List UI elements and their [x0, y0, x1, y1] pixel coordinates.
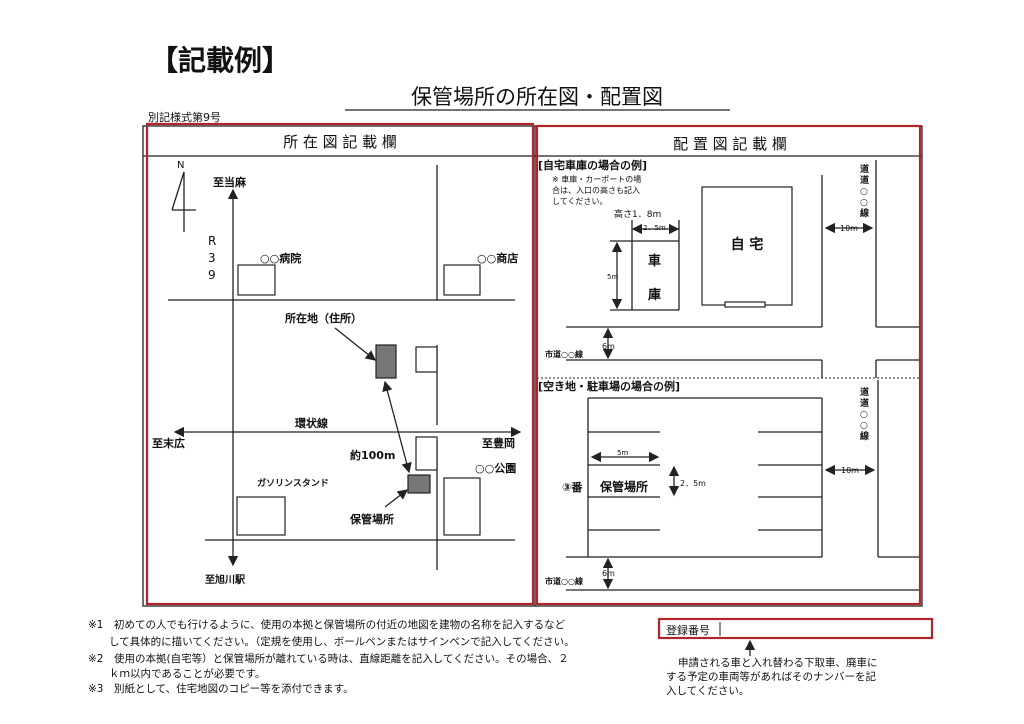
- front-road-label: 市道○○線: [545, 349, 583, 359]
- side-road-char: 道: [860, 397, 869, 409]
- north-label: N: [177, 160, 184, 171]
- shop-building: [443, 264, 481, 296]
- shop-label: ○○商店: [477, 251, 518, 265]
- note-line: して具体的に描いてください。（定規を使用し、ボールペンまたはサインペンで記入して…: [88, 635, 575, 648]
- gas-station-label: ガソリンスタンド: [257, 477, 329, 489]
- lot-example-title: [空き地・駐車場の場合の例]: [538, 379, 680, 393]
- location-map-heading: 所 在 図 記 載 欄: [283, 133, 397, 151]
- side-road-char: ○: [860, 421, 868, 431]
- form-number: 別記様式第9号: [148, 110, 221, 124]
- garage-label: 車: [648, 253, 661, 269]
- space-number: ③番: [562, 480, 583, 494]
- front-road-width: 6m: [602, 342, 615, 351]
- storage-building: [407, 474, 431, 494]
- registration-number-label: 登録番号: [666, 623, 710, 637]
- space-length: 5m: [617, 449, 628, 457]
- note-line: ※1 初めての人でも行けるように、使用の本拠と保管場所の付近の地図を建物の名称を…: [88, 618, 566, 631]
- side-road-char: ○: [860, 187, 868, 197]
- road-width: 10m: [840, 224, 858, 233]
- side-road-char: 線: [860, 207, 869, 219]
- hospital-building: [237, 264, 276, 296]
- side-road-char: 道: [860, 386, 869, 398]
- registration-hint: する予定の車両等があればそのナンバーを記: [666, 670, 876, 683]
- park-area: [443, 477, 481, 536]
- to-south-label: 至旭川駅: [205, 573, 246, 586]
- north-arrow-icon: [171, 171, 196, 232]
- side-road-char: ○: [860, 198, 868, 208]
- garage-height: 高さ1．8m: [614, 208, 661, 220]
- side-road-char: 線: [860, 430, 869, 442]
- layout-map-highlight: [535, 124, 922, 606]
- location-map-highlight: [145, 122, 535, 606]
- garage-note-line: してください。: [552, 197, 608, 206]
- lot-front-road-label: 市道○○線: [545, 576, 583, 586]
- distance-label: 約100m: [350, 448, 395, 462]
- garage-note-line: ※ 車庫・カーポートの場: [552, 174, 641, 184]
- registration-hint: 申請される車と入れ替わる下取車、廃車に: [678, 656, 878, 669]
- lot-storage-label: 保管場所: [599, 479, 648, 494]
- registration-number-field[interactable]: [657, 617, 934, 640]
- side-road-char: 道: [860, 174, 869, 186]
- location-map: N 至当麻 R 3 9 環状線 至末広 至豊岡 至旭川駅 ○○病院 ○○商店 所…: [152, 160, 522, 586]
- house-label: 自 宅: [731, 236, 764, 253]
- gas-station-building: [236, 496, 286, 536]
- route-label-3: 3: [208, 251, 216, 265]
- lot-front-road-width: 6m: [602, 569, 615, 578]
- ring-road-label: 環状線: [295, 416, 328, 430]
- route-label-9: 9: [208, 268, 216, 282]
- note-line: ※2 使用の本拠(自宅等）と保管場所が離れている時は、直線距離を記入してください…: [88, 652, 569, 665]
- residence-label: 所在地（住所）: [285, 311, 362, 325]
- storage-label: 保管場所: [349, 512, 394, 526]
- space-width: 2．5m: [680, 479, 706, 488]
- hospital-label: ○○病院: [260, 251, 301, 265]
- to-east-label: 至豊岡: [482, 436, 515, 450]
- lot-road-width: 10m: [841, 466, 859, 475]
- to-north-label: 至当麻: [213, 175, 247, 189]
- side-road-char: 道: [860, 163, 869, 175]
- registration-hint: 入してください。: [666, 685, 749, 697]
- park-label: ○○公園: [475, 462, 516, 475]
- garage-label: 庫: [648, 287, 661, 303]
- garage-length: 5m: [607, 273, 618, 281]
- lot-example: [空き地・駐車場の場合の例] 5m 2．5m ③番 保管場所 10m 道 道 ○…: [538, 379, 920, 591]
- residence-building: [375, 344, 397, 379]
- garage-note-line: 合は、入口の高さも記入: [552, 185, 640, 195]
- garage-width: 2．5m: [643, 224, 666, 232]
- garage-example: [自宅車庫の場合の例] ※ 車庫・カーポートの場 合は、入口の高さも記入 してく…: [538, 158, 920, 378]
- layout-map-heading: 配 置 図 記 載 欄: [673, 135, 787, 153]
- page-title: 保管場所の所在図・配置図: [411, 85, 663, 109]
- note-line: ｋｍ以内であることが必要です。: [88, 667, 265, 680]
- route-label-r: R: [208, 234, 216, 248]
- garage-example-title: [自宅車庫の場合の例]: [538, 158, 647, 172]
- side-road-char: ○: [860, 410, 868, 420]
- example-label: 【記載例】: [150, 44, 290, 77]
- note-line: ※3 別紙として、住宅地図のコピー等を添付できます。: [88, 682, 354, 695]
- to-west-label: 至末広: [152, 436, 185, 450]
